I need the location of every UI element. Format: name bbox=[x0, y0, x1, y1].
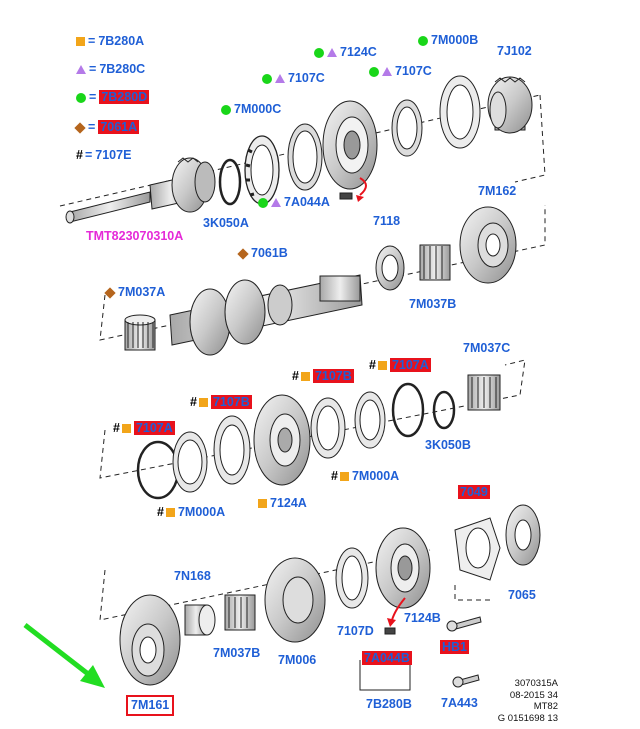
label-7a443[interactable]: 7A443 bbox=[441, 696, 478, 710]
synchro-ring-7m000a-b bbox=[172, 431, 208, 493]
gear-7m161 bbox=[119, 594, 181, 686]
legend-code: 7B280C bbox=[99, 62, 146, 76]
synchro-ring-7m000c bbox=[244, 135, 280, 205]
key-7a044a bbox=[339, 192, 353, 200]
label-7a044b[interactable]: 7A044B bbox=[362, 651, 412, 665]
triangle-icon bbox=[76, 65, 86, 75]
label-7124a[interactable]: 7124A bbox=[258, 496, 307, 511]
label-7118[interactable]: 7118 bbox=[373, 214, 401, 228]
snap-ring-3k050a bbox=[218, 158, 242, 206]
needle-bearing-7m037a bbox=[124, 314, 156, 351]
legend-item-square: =7B280A bbox=[76, 34, 144, 49]
green-pointer-arrow bbox=[23, 623, 105, 688]
label-7061b[interactable]: 7061B bbox=[237, 246, 288, 261]
label-7107a-a[interactable]: #7107A bbox=[369, 358, 431, 372]
hash-icon: # bbox=[76, 148, 83, 162]
blocker-ring-7107b-b bbox=[310, 397, 346, 459]
label-7124b[interactable]: 7124B bbox=[404, 611, 441, 625]
reference-line: G 0151698 13 bbox=[497, 712, 558, 724]
synchro-hub-7124a bbox=[253, 394, 311, 486]
label-7m000b[interactable]: 7M000B bbox=[418, 33, 478, 48]
label-7107c-a[interactable]: 7107C bbox=[262, 71, 325, 86]
section-synchronizer bbox=[99, 359, 526, 500]
diamond-icon bbox=[74, 122, 86, 134]
gear-7m006 bbox=[264, 557, 326, 643]
label-7m161[interactable]: 7M161 bbox=[126, 695, 175, 716]
label-7m000a-b[interactable]: #7M000A bbox=[157, 505, 226, 519]
snap-ring-3k050b bbox=[432, 390, 456, 430]
label-7m037b-b[interactable]: 7M037B bbox=[213, 646, 261, 660]
legend-code: 7B280D bbox=[99, 90, 150, 104]
needle-bearing-7m037c bbox=[467, 374, 501, 411]
synchro-hub-7124c bbox=[322, 100, 378, 190]
section-input-shaft bbox=[59, 75, 546, 224]
legend-item-diamond: =7061A bbox=[74, 120, 140, 135]
needle-bearing-7118 bbox=[375, 245, 405, 291]
spacer-7n168 bbox=[184, 604, 216, 636]
gear-7j102 bbox=[487, 76, 533, 134]
gear-7m162 bbox=[459, 206, 517, 284]
reference-line: 3070315A bbox=[514, 678, 558, 689]
synchro-ring-7m000a-a bbox=[354, 391, 386, 449]
synchro-ring-7m000b bbox=[439, 75, 481, 149]
bolt-7a443 bbox=[452, 674, 480, 688]
label-7107a-b[interactable]: #7107A bbox=[113, 421, 175, 435]
label-7n168[interactable]: 7N168 bbox=[174, 569, 211, 583]
label-7a044a[interactable]: 7A044A bbox=[258, 195, 330, 210]
label-7124c[interactable]: 7124C bbox=[314, 45, 377, 60]
label-3k050b[interactable]: 3K050B bbox=[425, 438, 471, 452]
label-7049[interactable]: 7049 bbox=[458, 485, 490, 499]
label-7m006[interactable]: 7M006 bbox=[278, 653, 317, 667]
countershaft-gear-cluster bbox=[189, 275, 361, 356]
label-7107c-b[interactable]: 7107C bbox=[369, 64, 432, 79]
label-7107d[interactable]: 7107D bbox=[337, 624, 374, 638]
legend-code: 7B280A bbox=[98, 34, 145, 48]
synchro-ring-7107a-a bbox=[136, 440, 180, 500]
needle-bearing-7m037b-b bbox=[224, 594, 256, 631]
input-gear bbox=[171, 157, 216, 213]
synchro-hub-7124b bbox=[375, 527, 431, 609]
label-7107b-b[interactable]: #7107B bbox=[190, 395, 252, 409]
synchro-ring-7107a-b bbox=[391, 382, 425, 438]
section-output bbox=[99, 504, 541, 691]
legend-item-circle: =7B280D bbox=[76, 90, 150, 105]
label-hb1[interactable]: HB1 bbox=[440, 640, 470, 654]
blocker-ring-7107d bbox=[335, 547, 369, 609]
label-7b280b[interactable]: 7B280B bbox=[366, 697, 412, 711]
section-countershaft bbox=[99, 205, 546, 356]
reference-line: MT82 bbox=[533, 701, 558, 712]
bearing-7065 bbox=[505, 504, 541, 566]
label-tmt823070310a[interactable]: TMT823070310A bbox=[86, 229, 184, 243]
key-7a044b bbox=[384, 627, 396, 635]
needle-bearing-7m037b-a bbox=[419, 244, 451, 281]
legend-code: 7061A bbox=[98, 120, 140, 134]
circle-icon bbox=[76, 92, 86, 103]
label-7m037a[interactable]: 7M037A bbox=[104, 285, 165, 300]
label-7065[interactable]: 7065 bbox=[508, 588, 536, 602]
retainer-plate-7049 bbox=[454, 517, 501, 581]
label-7m162[interactable]: 7M162 bbox=[478, 184, 517, 198]
legend-item-hash: #=7107E bbox=[76, 148, 132, 162]
label-3k050a[interactable]: 3K050A bbox=[203, 216, 249, 230]
blocker-ring-7107b-a bbox=[213, 415, 251, 485]
square-icon bbox=[76, 37, 85, 47]
label-7m037b-a[interactable]: 7M037B bbox=[409, 297, 457, 311]
reference-line: 08-2015 34 bbox=[509, 689, 558, 701]
bolt-hb1 bbox=[446, 616, 482, 632]
reference-block: 3070315A 08-2015 34 MT82 G 0151698 13 bbox=[498, 678, 558, 724]
blocker-ring-7107c-a bbox=[287, 123, 323, 191]
blocker-ring-7107c-b bbox=[391, 99, 423, 157]
label-7107b-a[interactable]: #7107B bbox=[292, 369, 354, 383]
label-7j102[interactable]: 7J102 bbox=[497, 44, 532, 58]
label-7m000a-a[interactable]: #7M000A bbox=[331, 469, 400, 483]
legend-code: 7107E bbox=[95, 148, 132, 162]
label-7m000c[interactable]: 7M000C bbox=[221, 102, 281, 117]
label-7m037c[interactable]: 7M037C bbox=[463, 341, 511, 355]
legend-item-triangle: =7B280C bbox=[76, 62, 145, 77]
